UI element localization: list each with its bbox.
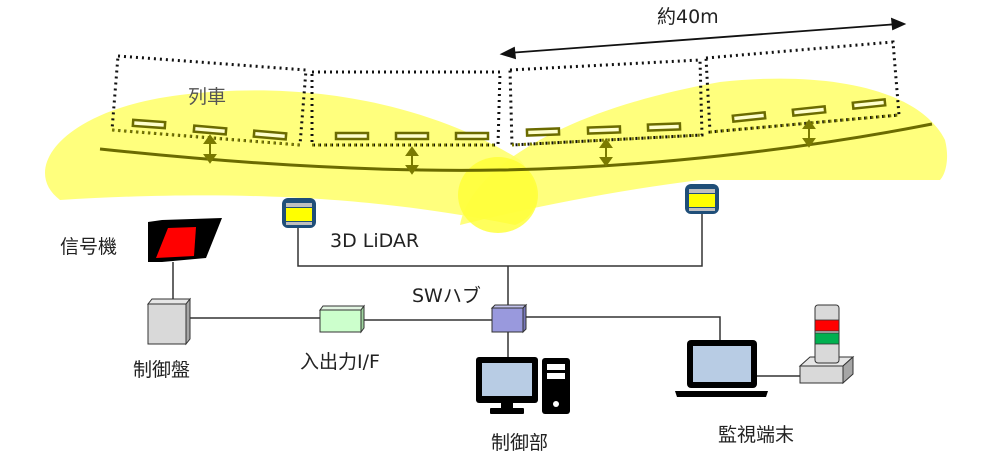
cable-lidar-left (297, 228, 508, 267)
rail-track (99, 122, 933, 172)
lidar-detection-area-right (460, 78, 948, 226)
switch-hub-label: SWハブ (412, 285, 481, 307)
io-interface-label: 入出力I/F (300, 351, 380, 373)
io-interface-icon (319, 304, 365, 334)
detection-overlap (458, 157, 538, 233)
lidar-right (685, 184, 719, 214)
lidar-detection-area-left (45, 90, 537, 225)
desktop-computer-icon (476, 357, 570, 414)
train-car-4 (704, 40, 901, 134)
train-label: 列車 (188, 86, 227, 108)
gap-arrow (405, 146, 419, 175)
control-unit-label: 制御部 (491, 432, 549, 454)
monitor-terminal-label: 監視端末 (718, 424, 795, 446)
bogie (646, 122, 682, 132)
cable-hub-laptop (525, 316, 721, 343)
bogie (252, 129, 288, 141)
lidar-left (282, 198, 316, 228)
gap-arrow (203, 134, 217, 164)
switch-hub-icon (490, 303, 528, 334)
bogie (731, 110, 767, 124)
bogie (791, 104, 827, 118)
bogie (586, 125, 622, 135)
bogie (454, 131, 490, 141)
gap-arrow (802, 119, 816, 148)
bogie (334, 131, 370, 141)
bogie (131, 118, 167, 130)
distance-label: 約40m (657, 6, 719, 28)
distance-arrow (499, 17, 907, 60)
signal-label: 信号機 (60, 236, 118, 258)
bogie (525, 127, 561, 137)
bogie (851, 97, 887, 111)
control-panel-label: 制御盤 (133, 359, 191, 381)
bogie (394, 131, 430, 141)
control-panel-icon (146, 297, 192, 346)
signal-icon (148, 218, 222, 262)
gap-arrow (599, 138, 613, 167)
cable-lidar-right (508, 214, 703, 267)
bogie (192, 124, 228, 136)
lidar-label: 3D LiDAR (330, 230, 420, 252)
train-car-3 (508, 58, 704, 147)
laptop-icon (675, 340, 768, 397)
signal-tower-light-icon (798, 304, 855, 385)
